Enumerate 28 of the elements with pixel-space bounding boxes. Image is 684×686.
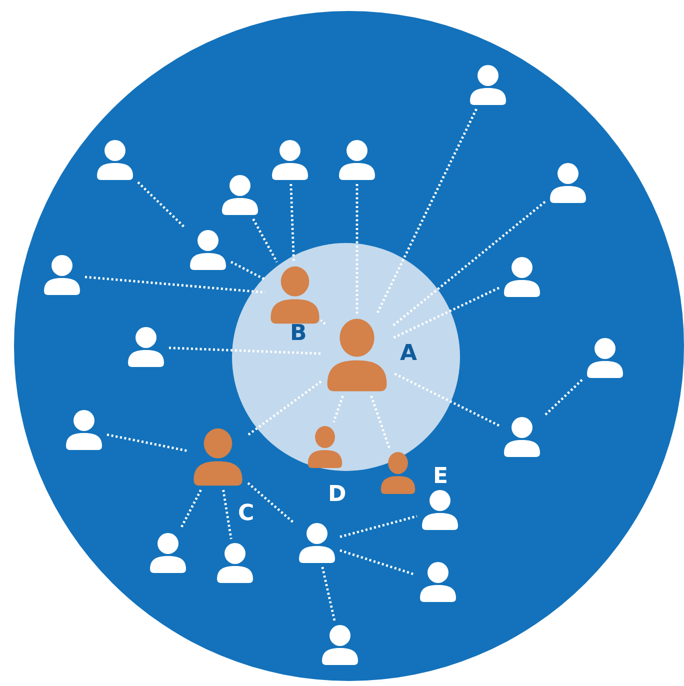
connector-line xyxy=(340,549,416,576)
connector-line xyxy=(392,200,546,327)
connector-line xyxy=(370,396,390,448)
node-label: D xyxy=(328,484,346,506)
connector-line xyxy=(247,380,322,436)
connector-line xyxy=(290,184,295,262)
connector-line xyxy=(247,482,295,524)
node-label: B xyxy=(290,323,307,345)
connector-line xyxy=(179,489,202,530)
connector-line xyxy=(222,490,232,540)
node-label: E xyxy=(433,466,448,488)
connector-line xyxy=(332,396,344,422)
connector-line xyxy=(168,346,322,355)
connector-line xyxy=(252,218,278,263)
connector-line xyxy=(392,286,500,340)
node-label: C xyxy=(238,503,254,525)
connector-line xyxy=(84,276,266,294)
connector-line xyxy=(392,372,500,427)
connector-line xyxy=(544,379,583,416)
connector-line xyxy=(321,566,336,622)
connector-line xyxy=(376,108,478,315)
connector-line xyxy=(137,181,186,229)
connector-line xyxy=(356,184,358,314)
connector-line xyxy=(230,260,266,281)
connector-line xyxy=(320,319,326,325)
connector-line xyxy=(106,433,188,452)
connector-line xyxy=(340,515,418,538)
node-label: A xyxy=(400,343,418,365)
